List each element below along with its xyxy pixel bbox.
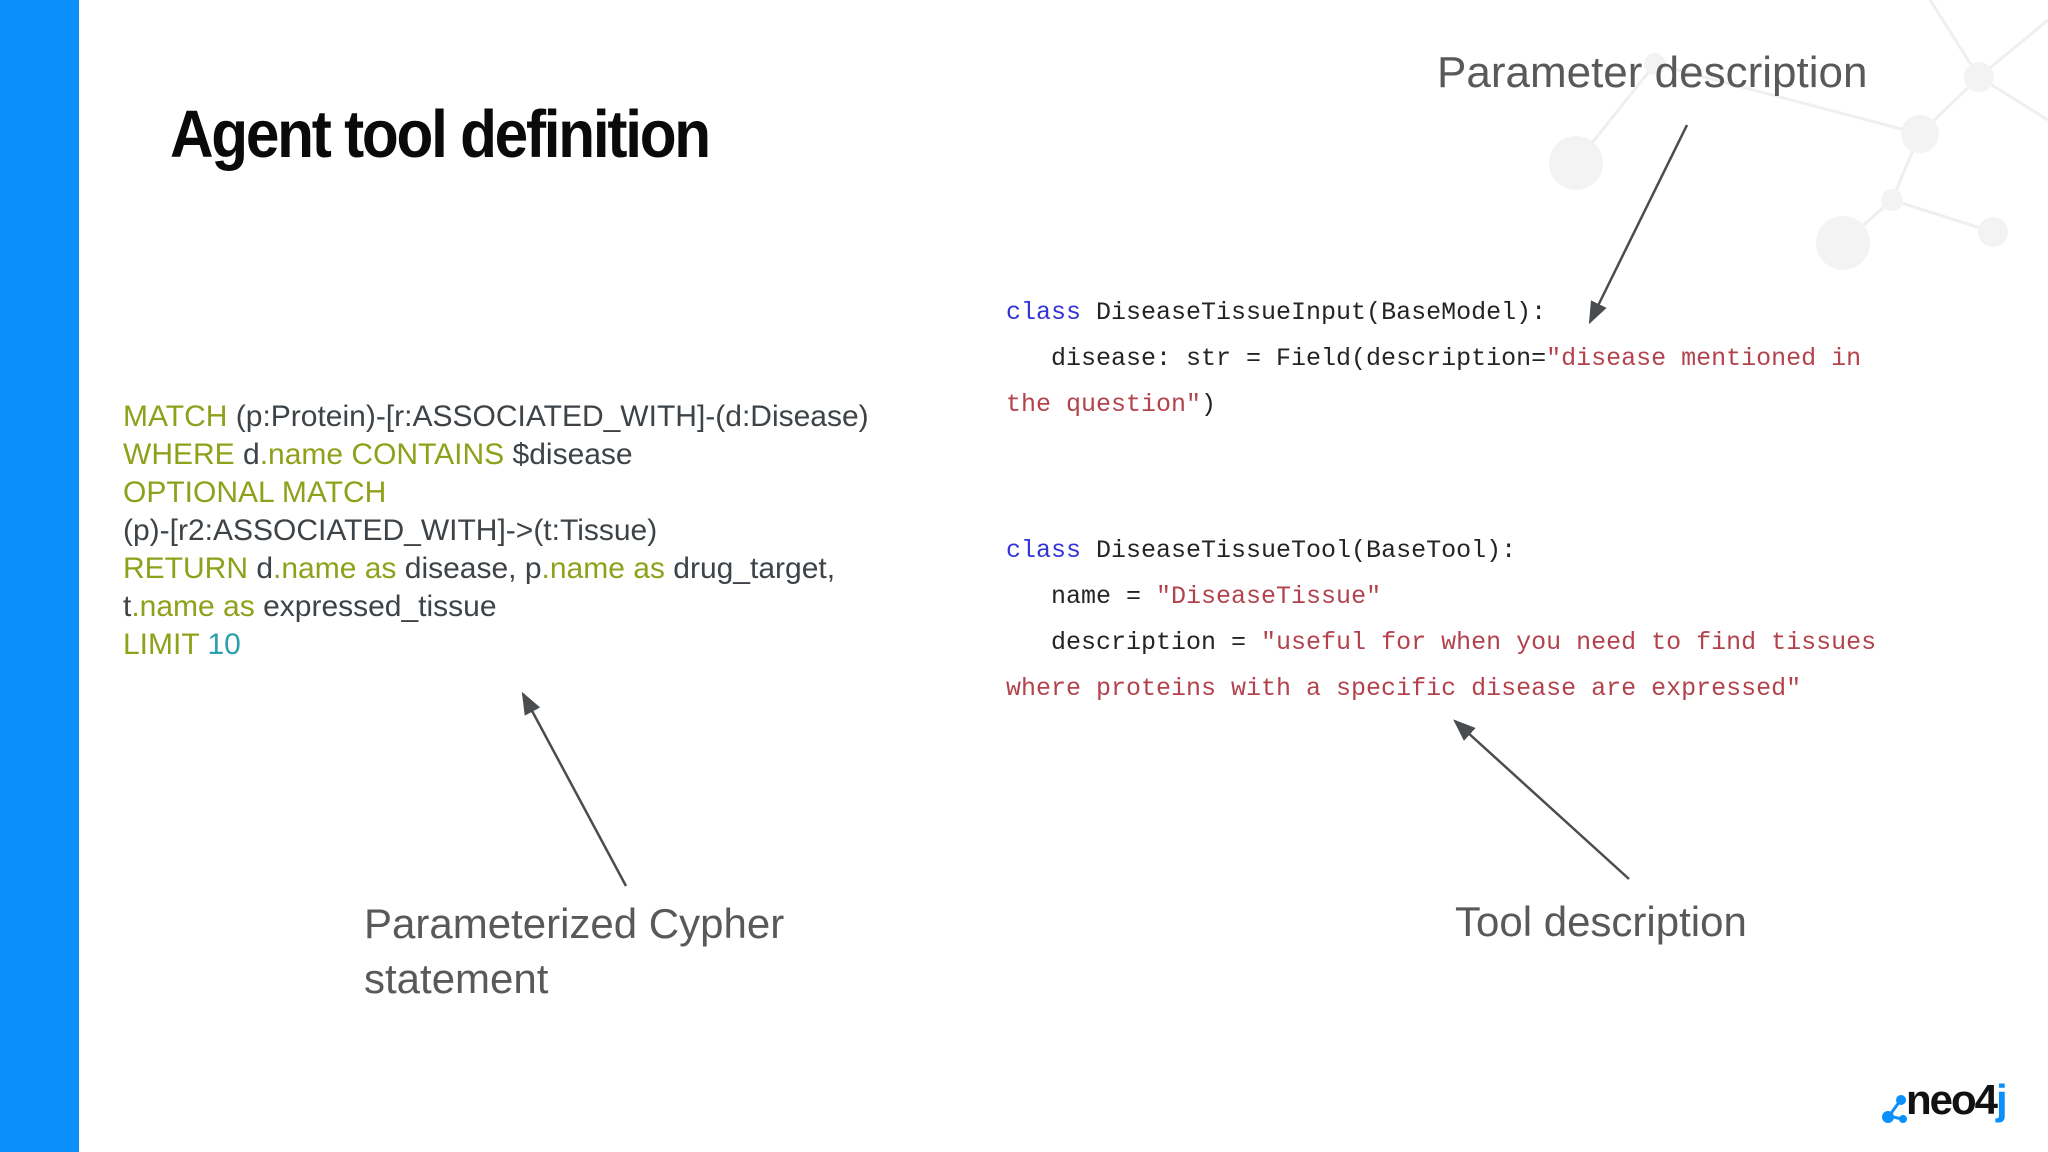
parameter-description-label: Parameter description — [1437, 48, 1868, 97]
tool-description-arrow — [1453, 719, 1630, 880]
parameterized-cypher-label: Parameterized Cypher statement — [364, 900, 785, 1002]
cypher-code-block: MATCH (p:Protein)-[r:ASSOCIATED_WITH]-(d… — [123, 400, 869, 661]
neo4j-graph-icon — [1882, 1095, 1907, 1123]
python-tool-class-code: class DiseaseTissueTool(BaseTool): name … — [1006, 536, 1877, 703]
tool-description-label: Tool description — [1455, 898, 1747, 945]
logo-text-blue: j — [1996, 1076, 2008, 1123]
neo4j-logo: neo4j — [1880, 1076, 2030, 1136]
logo-text-black: neo4 — [1906, 1076, 1998, 1123]
python-input-class-code: class DiseaseTissueInput(BaseModel): dis… — [1006, 298, 1862, 419]
neo4j-logo-text: neo4j — [1906, 1076, 2008, 1124]
left-accent-bar — [0, 0, 79, 1152]
parameterized-cypher-arrow — [521, 691, 628, 887]
page-title: Agent tool definition — [170, 97, 711, 172]
